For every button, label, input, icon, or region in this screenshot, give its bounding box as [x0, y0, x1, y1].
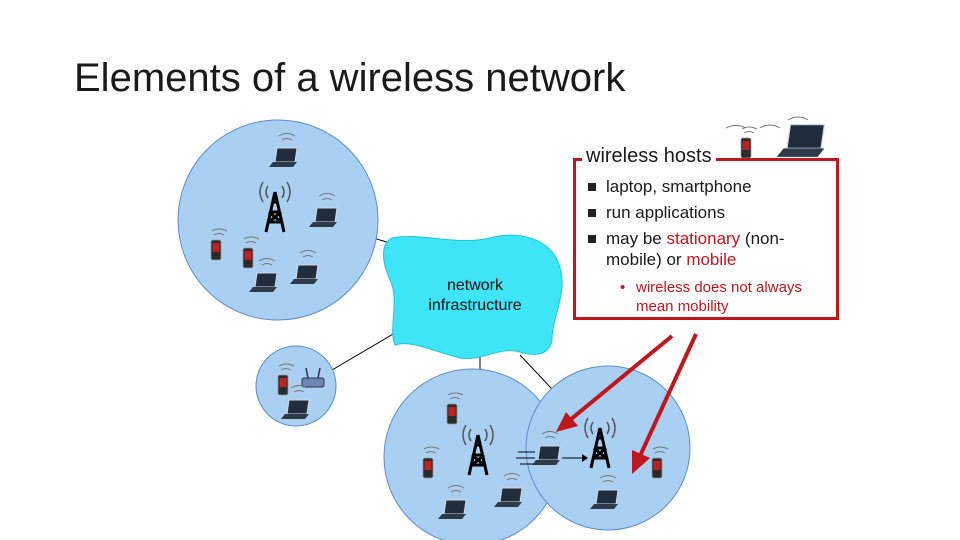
- square-bullet-icon: [588, 183, 596, 191]
- square-bullet-icon: [588, 209, 596, 217]
- infrastructure-label-line-2: infrastructure: [428, 297, 522, 314]
- network-infrastructure-cloud: [383, 234, 563, 360]
- slide-title: Elements of a wireless network: [74, 56, 626, 100]
- callout-arrows: [556, 333, 698, 474]
- bullet-item: run applications: [586, 202, 836, 223]
- laptop-icon: [776, 124, 826, 157]
- mobile-highlight: mobile: [686, 250, 737, 269]
- dot-bullet-icon: •: [620, 279, 626, 296]
- bullet-text: may be: [606, 229, 667, 248]
- callout-bullet-list: laptop, smartphone run applications may …: [586, 176, 836, 275]
- bullet-text: (non-mobile) or: [606, 229, 785, 269]
- access-point-icon: [301, 367, 325, 388]
- mobile-laptop: [516, 431, 588, 466]
- network-infrastructure-label: network infrastructure: [410, 276, 540, 316]
- stationary-highlight: stationary: [666, 229, 741, 248]
- bullet-item: laptop, smartphone: [586, 176, 836, 197]
- bottom-right-cell: [525, 365, 691, 531]
- phone-icon: [740, 126, 758, 159]
- bullet-text: laptop, smartphone: [606, 177, 752, 196]
- square-bullet-icon: [588, 235, 596, 243]
- infrastructure-label-line-1: network: [446, 277, 504, 294]
- sub-bullet: • wireless does not always mean mobility: [620, 278, 830, 316]
- sub-bullet-text: wireless does not always mean mobility: [636, 279, 802, 315]
- bullet-item: may be stationary (non-mobile) or mobile: [586, 228, 836, 270]
- bullet-text: run applications: [606, 203, 726, 222]
- callout-title: wireless hosts: [582, 145, 716, 168]
